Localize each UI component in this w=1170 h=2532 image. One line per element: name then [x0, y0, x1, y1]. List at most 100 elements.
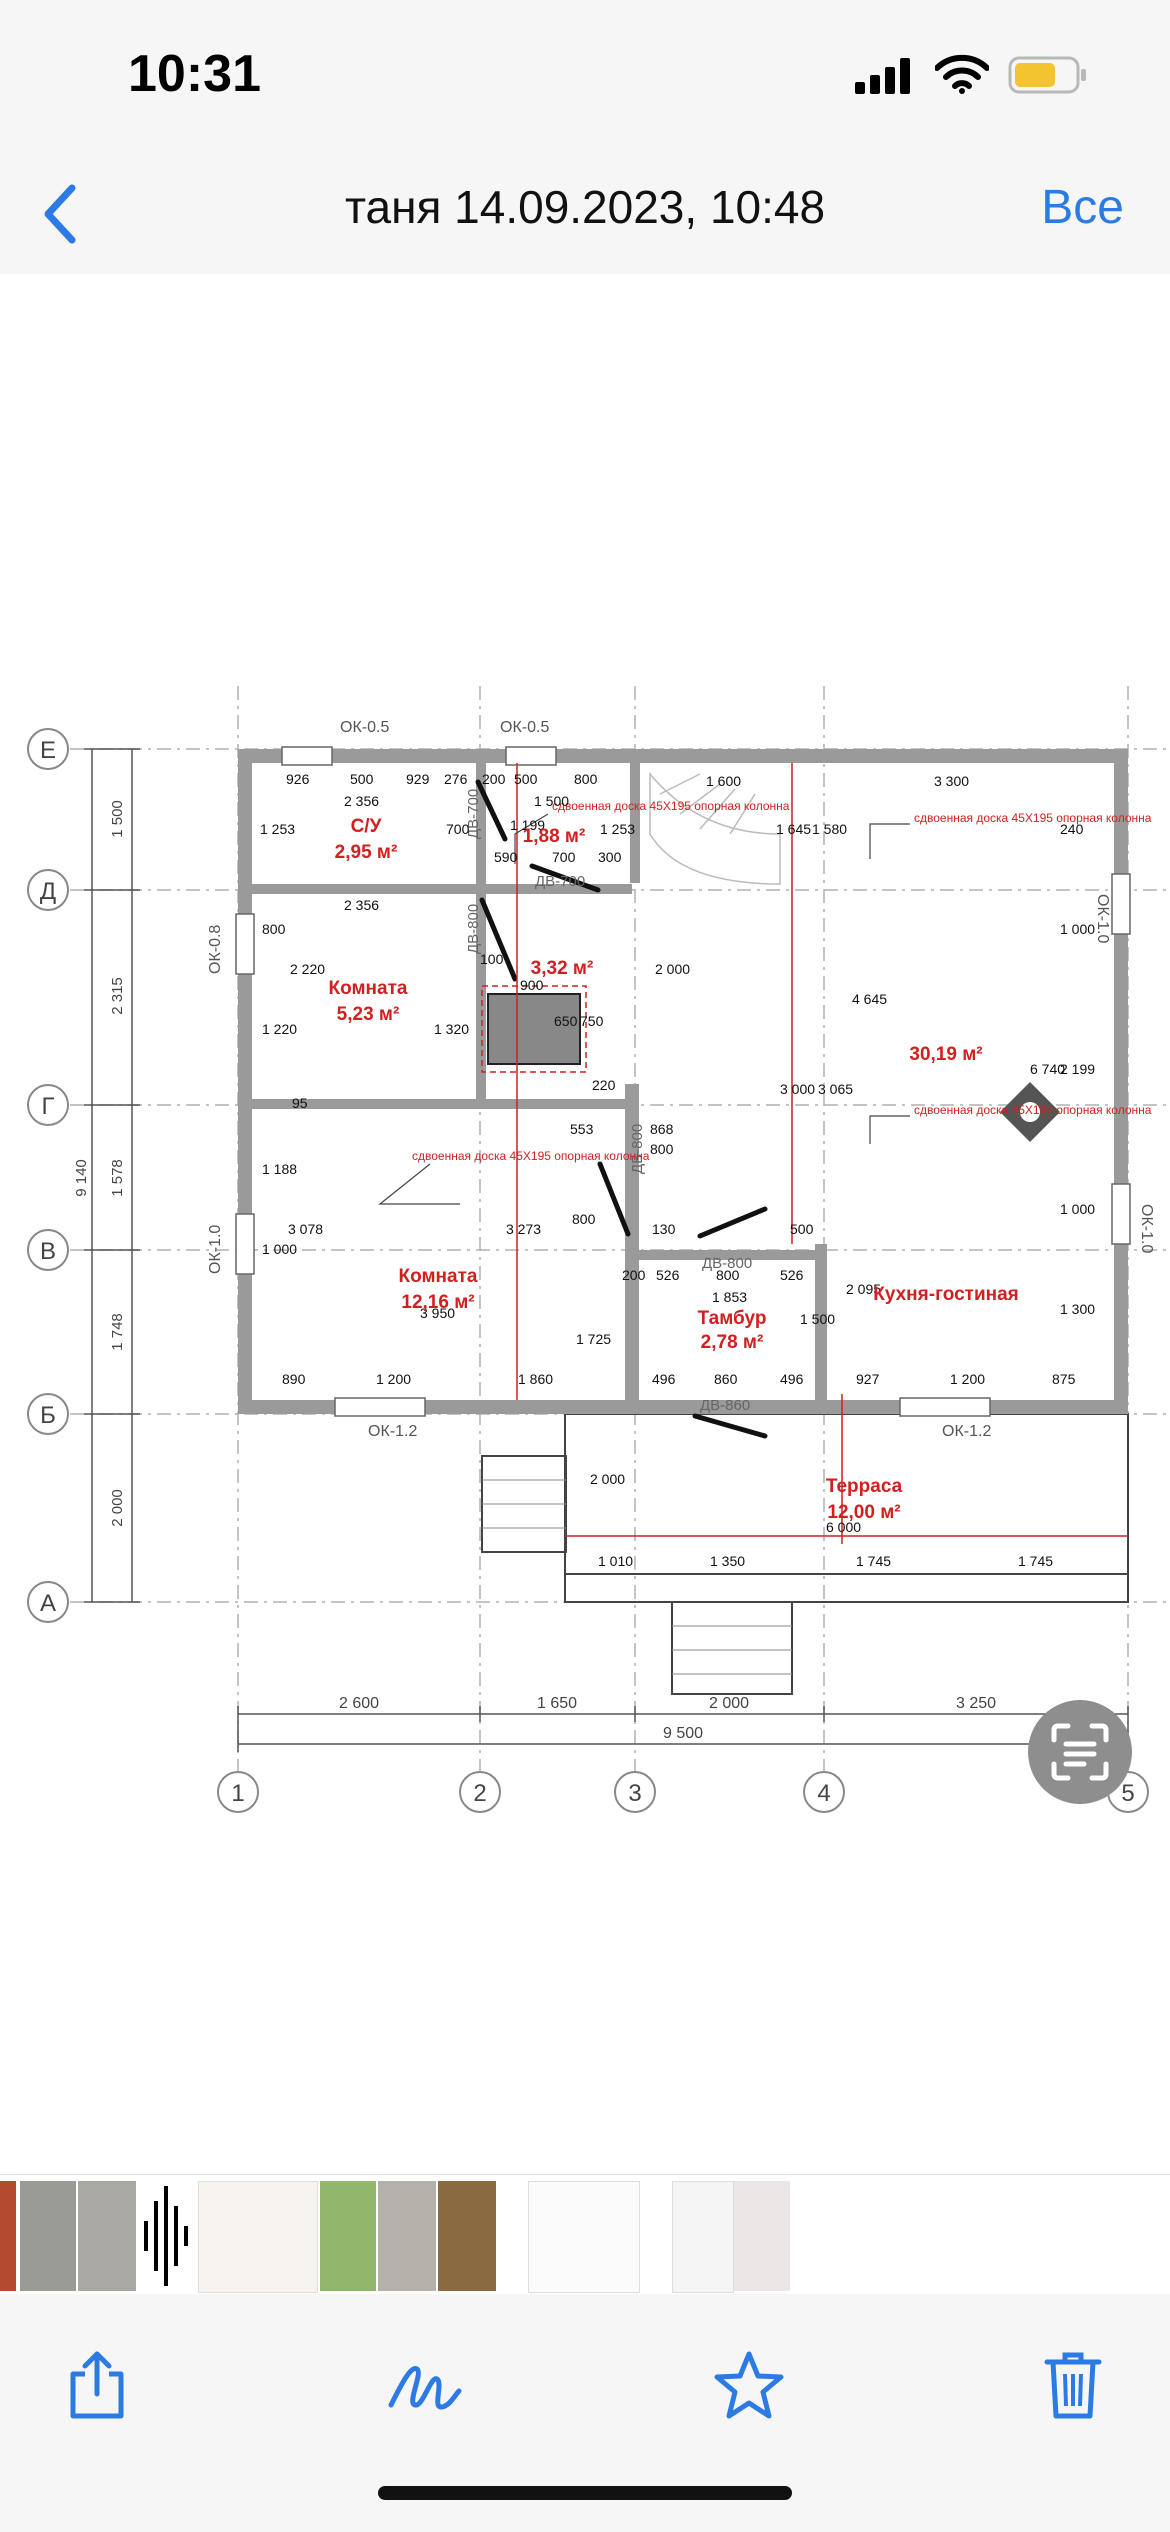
room-area: 2,95 м²	[335, 842, 398, 863]
trash-icon	[1044, 2352, 1102, 2419]
row-axis-label: Г	[42, 1093, 55, 1120]
thumbnail-selected[interactable]	[528, 2181, 640, 2293]
thumbnail[interactable]	[438, 2181, 496, 2291]
window-label: ОК-0.5	[500, 719, 549, 736]
interior-dimensions: 926 500 929 276 200 500 800 1 600 3 300 …	[260, 771, 1095, 1569]
battery-icon	[1008, 56, 1086, 94]
favorite-button[interactable]	[694, 2330, 804, 2440]
door-labels: ДВ-700 ДВ-800 ДВ-800 ДВ-800 ДВ-860 ДВ-70…	[465, 789, 752, 1414]
share-icon	[70, 2351, 124, 2419]
room-name: Тамбур	[698, 1308, 767, 1329]
share-button[interactable]	[42, 2330, 152, 2440]
dim-label: 2 356	[344, 897, 379, 913]
dim-label: 1 580	[812, 821, 847, 837]
dim-label: 800	[574, 771, 598, 787]
dim-label: 1 725	[576, 1331, 611, 1347]
waveform-icon	[144, 2186, 188, 2286]
markup-icon	[388, 2366, 462, 2410]
dim-label: 590	[494, 849, 518, 865]
thumbnail[interactable]	[78, 2181, 136, 2291]
dim-label: 926	[286, 771, 310, 787]
room-name: Кухня-гостиная	[873, 1012, 1019, 1033]
markup-button[interactable]	[370, 2330, 480, 2440]
dim-label: 526	[780, 1267, 804, 1283]
dim-label: 1 253	[260, 821, 295, 837]
live-text-button[interactable]	[1028, 1700, 1132, 1804]
room-area: 2,78 м²	[701, 1332, 764, 1353]
dim-label: 2 000	[709, 1695, 749, 1712]
column-axis-label: 2	[473, 1780, 486, 1807]
room-area: 3,32 м²	[531, 958, 594, 979]
dim-label: 220	[592, 1077, 616, 1093]
dim-label: 1 010	[598, 1553, 633, 1569]
thumbnail[interactable]	[378, 2181, 436, 2291]
delete-button[interactable]	[1018, 2330, 1128, 2440]
column-note: сдвоенная доска 45Х195 опорная колонна	[914, 811, 1152, 825]
dim-label: 1 350	[710, 1553, 745, 1569]
dim-label: 95	[292, 1095, 308, 1111]
window-label: ОК-1.0	[1094, 894, 1111, 943]
dim-label: 3 273	[506, 1221, 541, 1237]
back-button[interactable]	[20, 174, 100, 254]
room-area: 5,23 м²	[337, 1004, 400, 1025]
column-note: сдвоенная доска 45Х195 опорная колонна	[412, 1149, 650, 1163]
column-axis-label: 3	[628, 1780, 641, 1807]
thumbnail[interactable]	[734, 2181, 790, 2291]
dim-label: 2 220	[290, 961, 325, 977]
navigation-bar: таня 14.09.2023, 10:48 Все	[0, 150, 1170, 276]
dim-label: 500	[350, 771, 374, 787]
row-axis-label: Е	[40, 737, 56, 764]
dim-label: 4 645	[852, 991, 887, 1007]
dim-label: 1 000	[1060, 1201, 1095, 1217]
left-dimensions: 1 500 2 315 1 578 1 748 2 000 9 140	[73, 800, 126, 1527]
dim-label: 1 860	[518, 1371, 553, 1387]
floor-plan-image[interactable]: Е Д Г В Б А 1 2 3 4 5 1 500 2 315 1 578 …	[0, 274, 1170, 2174]
dim-label: 3 065	[818, 1081, 853, 1097]
dim-label: 2 315	[109, 977, 126, 1015]
star-icon	[714, 2351, 784, 2419]
dim-label: 3 078	[288, 1221, 323, 1237]
dim-label: 130	[652, 1221, 676, 1237]
column-axis-label: 5	[1121, 1780, 1134, 1807]
room-area: 1,88 м²	[523, 826, 586, 847]
dim-label: 929	[406, 771, 430, 787]
dim-label: 800	[716, 1267, 740, 1283]
thumbnail[interactable]	[672, 2181, 734, 2293]
dim-label: 1 253	[600, 821, 635, 837]
dim-label: 3 000	[780, 1081, 815, 1097]
column-axis-label: 1	[231, 1780, 244, 1807]
thumbnail-audio[interactable]	[138, 2181, 196, 2291]
dim-label: 2 095	[846, 1281, 881, 1297]
window-label: ОК-1.0	[1138, 1204, 1155, 1253]
dim-label: 1 745	[856, 1553, 891, 1569]
room-name: Комната	[329, 978, 408, 999]
dim-label: 1 745	[1018, 1553, 1053, 1569]
floor-plan-drawing: Е Д Г В Б А 1 2 3 4 5 1 500 2 315 1 578 …	[27, 686, 1170, 1813]
thumbnail-strip[interactable]	[0, 2174, 1170, 2295]
dim-label: 496	[652, 1371, 676, 1387]
all-photos-button[interactable]: Все	[1041, 181, 1124, 234]
thumbnail[interactable]	[320, 2181, 376, 2291]
dim-label: 750	[580, 1013, 604, 1029]
dim-label: 1 300	[1060, 1301, 1095, 1317]
dim-label: 240	[1060, 821, 1084, 837]
thumbnail[interactable]	[20, 2181, 76, 2291]
support-column-notes: сдвоенная доска 45Х195 опорная колонна с…	[412, 799, 1152, 1163]
dim-label: 276	[444, 771, 468, 787]
dim-label: 1 645	[776, 821, 811, 837]
dim-label: 1 199	[510, 817, 545, 833]
dim-label: 1 500	[800, 1311, 835, 1327]
dim-label: 2 000	[655, 961, 690, 977]
bottom-dimensions: 2 600 1 650 2 000 3 250 9 500	[339, 1695, 996, 1742]
window-labels: ОК-0.5 ОК-0.5 ОК-0.8 ОК-1.0 ОК-1.0 ОК-1.…	[207, 719, 1155, 1440]
status-bar: 10:31	[0, 0, 1170, 150]
thumbnail[interactable]	[0, 2181, 16, 2291]
door-label: ДВ-700	[465, 789, 482, 839]
thumbnail[interactable]	[198, 2181, 318, 2293]
window-label: ОК-1.2	[942, 1423, 991, 1440]
home-indicator[interactable]	[378, 2486, 792, 2500]
window-label: ОК-0.8	[207, 925, 224, 974]
dim-label: 100	[480, 951, 504, 967]
dim-label: 300	[598, 849, 622, 865]
window-label: ОК-0.5	[340, 719, 389, 736]
